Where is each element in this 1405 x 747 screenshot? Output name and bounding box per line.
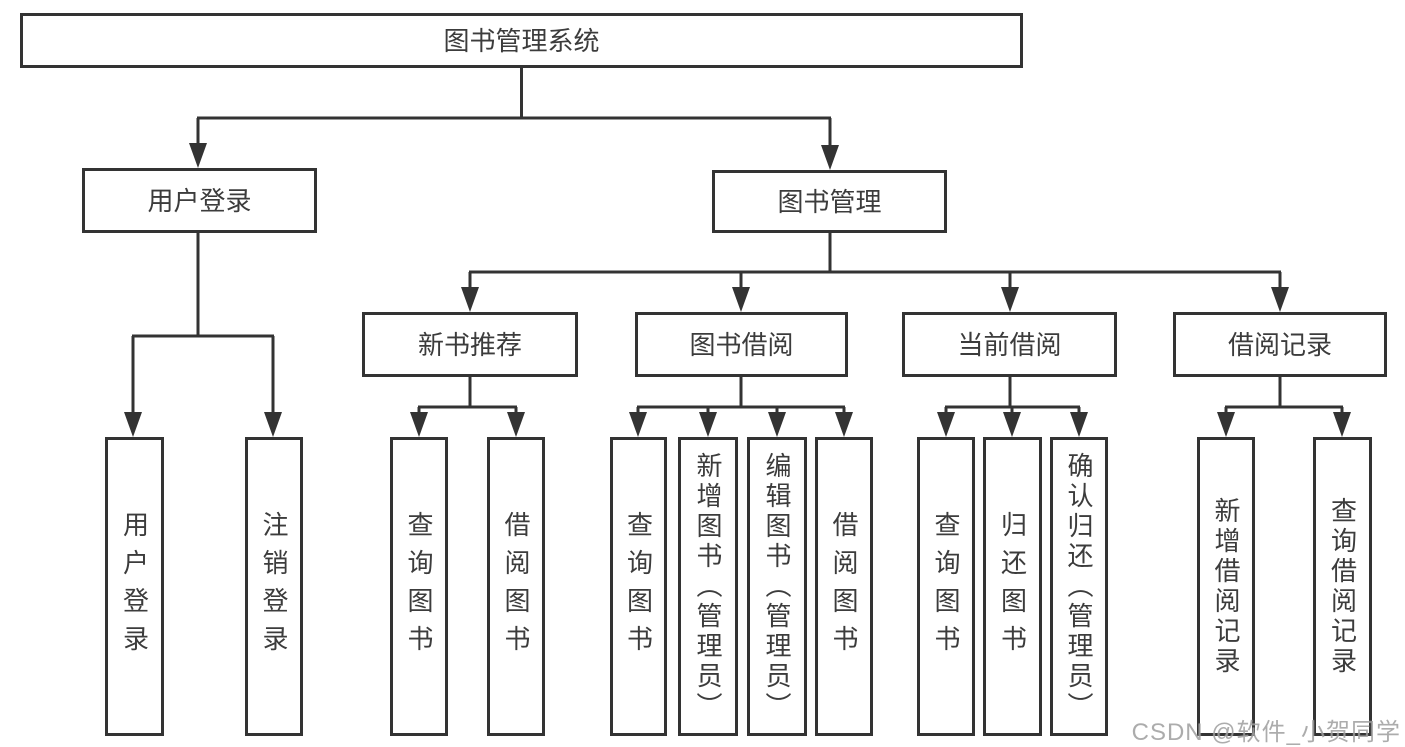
connector-book-borrow [629,377,853,437]
leaf-confirm-return-label: 确认归还（管理员） [1064,451,1094,722]
leaf-query-book-1: 查询图书 [390,437,448,736]
leaf-return-book-label: 归还图书 [997,510,1028,663]
node-borrow-records-label: 借阅记录 [1227,329,1332,360]
node-root: 图书管理系统 [20,13,1023,68]
node-user-login-label: 用户登录 [147,185,252,216]
leaf-logout: 注销登录 [245,437,303,736]
node-borrow-records: 借阅记录 [1173,312,1387,377]
connector-current-borrow [937,377,1088,437]
leaf-borrow-book-2-label: 借阅图书 [829,510,859,663]
node-book-mgmt-label: 图书管理 [777,186,882,217]
leaf-confirm-return: 确认归还（管理员） [1050,437,1108,736]
connector-new-book-rec [410,377,525,437]
connector-borrow-records [1217,377,1351,437]
node-current-borrow: 当前借阅 [902,312,1117,377]
leaf-borrow-book-1-label: 借阅图书 [501,510,531,663]
leaf-edit-book-label: 编辑图书（管理员） [762,451,792,722]
leaf-query-book-3-label: 查询图书 [931,510,961,663]
leaf-user-login-label: 用户登录 [119,510,150,663]
leaf-query-record: 查询借阅记录 [1313,437,1372,736]
node-user-login: 用户登录 [82,168,317,233]
leaf-query-record-label: 查询借阅记录 [1327,496,1358,677]
csdn-watermark: CSDN @软件_小贺同学 [1131,719,1401,746]
leaf-add-record-label: 新增借阅记录 [1211,496,1241,677]
connector-user-login [124,233,282,437]
leaf-borrow-book-2: 借阅图书 [815,437,873,736]
leaf-add-book-label: 新增图书（管理员） [693,451,723,722]
connector-root [189,68,839,170]
leaf-add-record: 新增借阅记录 [1197,437,1255,736]
leaf-edit-book: 编辑图书（管理员） [747,437,807,736]
leaf-user-login: 用户登录 [105,437,164,736]
node-book-mgmt: 图书管理 [712,170,947,233]
node-book-borrow-label: 图书借阅 [689,329,794,360]
leaf-query-book-1-label: 查询图书 [404,510,434,663]
leaf-return-book: 归还图书 [983,437,1042,736]
connector-book-mgmt [461,233,1289,312]
node-root-label: 图书管理系统 [443,25,600,56]
node-new-book-rec: 新书推荐 [362,312,578,377]
leaf-logout-label: 注销登录 [259,510,289,663]
node-current-borrow-label: 当前借阅 [957,329,1062,360]
leaf-query-book-3: 查询图书 [917,437,975,736]
node-book-borrow: 图书借阅 [635,312,848,377]
node-new-book-rec-label: 新书推荐 [417,329,522,360]
leaf-query-book-2-label: 查询图书 [623,510,654,663]
leaf-add-book: 新增图书（管理员） [678,437,738,736]
leaf-query-book-2: 查询图书 [610,437,667,736]
leaf-borrow-book-1: 借阅图书 [487,437,545,736]
